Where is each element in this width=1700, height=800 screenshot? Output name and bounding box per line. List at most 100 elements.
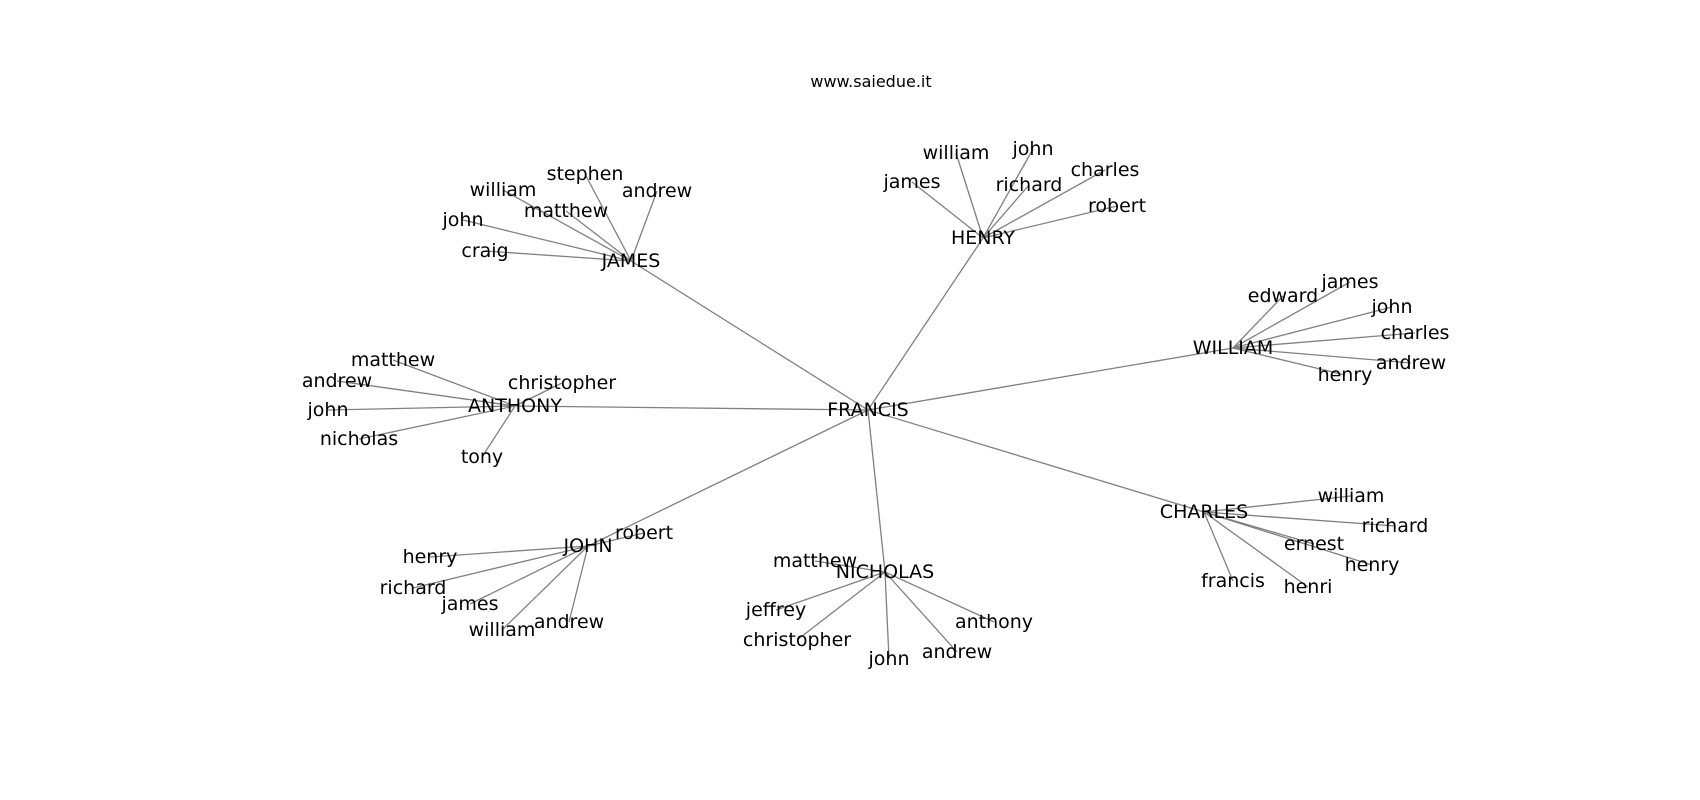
hub-leaf-edge	[1232, 306, 1393, 349]
hub-leaf-edge	[584, 173, 632, 262]
hub-leaf-edge	[501, 545, 589, 631]
hub-leaf-edge	[884, 571, 995, 623]
hub-leaf-edge	[1232, 347, 1346, 376]
leaf-node-label: edward	[1248, 285, 1318, 307]
hub-leaf-edge	[484, 250, 632, 262]
leaf-node-label: tony	[461, 446, 503, 468]
hub-leaf-edge	[814, 560, 886, 573]
leaf-node-label: john	[1371, 296, 1413, 318]
hub-leaf-edge	[1232, 347, 1412, 364]
leaf-node-label: francis	[1201, 570, 1265, 592]
hub-leaf-edge	[1232, 332, 1416, 349]
edges-layer	[327, 148, 1416, 660]
leaf-node-label: robert	[1088, 195, 1146, 217]
hub-node-label: HENRY	[951, 227, 1015, 249]
hub-leaf-edge	[775, 571, 886, 611]
leaf-node-label: ernest	[1284, 533, 1344, 555]
root-hub-edge	[514, 405, 869, 411]
leaf-node-label: anthony	[955, 611, 1033, 633]
leaf-node-label: richard	[380, 577, 447, 599]
hub-leaf-edge	[1232, 281, 1351, 349]
hub-leaf-edge	[502, 189, 632, 262]
leaf-node-label: william	[469, 619, 536, 641]
hub-leaf-edge	[982, 205, 1118, 239]
leaf-node-label: richard	[1362, 515, 1429, 537]
hub-leaf-edge	[1203, 495, 1352, 513]
leaf-node-label: stephen	[547, 163, 624, 185]
leaf-node-label: andrew	[302, 370, 372, 392]
root-hub-edge	[867, 409, 886, 573]
hub-leaf-edge	[514, 382, 563, 407]
leaf-node-label: john	[307, 399, 349, 421]
leaf-node-label: john	[1012, 138, 1054, 160]
leaf-node-label: craig	[461, 240, 508, 262]
hub-node-label: ANTHONY	[468, 395, 562, 417]
hub-leaf-edge	[1203, 511, 1396, 527]
leaf-node-label: matthew	[524, 200, 608, 222]
root-hub-edge	[867, 347, 1234, 411]
hub-node-label: WILLIAM	[1193, 337, 1274, 359]
hub-node-label: JOHN	[562, 535, 612, 557]
root-node-label: FRANCIS	[827, 399, 909, 421]
leaf-node-label: william	[1318, 485, 1385, 507]
leaf-node-label: henry	[1318, 364, 1373, 386]
root-hub-edge	[867, 409, 1205, 513]
hub-leaf-edge	[911, 181, 984, 239]
leaf-node-label: john	[442, 209, 484, 231]
hub-leaf-edge	[358, 405, 516, 440]
hub-node-label: NICHOLAS	[836, 561, 934, 583]
leaf-node-label: nicholas	[320, 428, 398, 450]
hub-leaf-edge	[336, 380, 516, 407]
leaf-node-label: james	[1320, 271, 1378, 293]
hub-leaf-edge	[1203, 511, 1234, 582]
hub-leaf-edge	[982, 148, 1034, 239]
leaf-node-label: matthew	[351, 349, 435, 371]
leaf-node-label: james	[440, 593, 498, 615]
leaf-node-label: christopher	[743, 629, 851, 651]
hub-leaf-edge	[1232, 295, 1284, 349]
hub-node-label: CHARLES	[1160, 501, 1248, 523]
hub-leaf-edge	[796, 571, 886, 641]
leaf-node-label: henri	[1284, 576, 1333, 598]
root-hub-edge	[587, 409, 869, 547]
leaf-node-label: richard	[996, 174, 1063, 196]
hub-leaf-edge	[884, 571, 890, 660]
hub-leaf-edge	[412, 545, 589, 589]
hub-leaf-edge	[392, 359, 516, 407]
root-hub-edge	[867, 237, 984, 411]
leaf-node-label: john	[868, 648, 910, 670]
leaf-node-label: matthew	[773, 550, 857, 572]
hub-leaf-edge	[462, 219, 632, 262]
hub-leaf-edge	[327, 405, 516, 411]
hub-leaf-edge	[955, 152, 984, 239]
leaf-node-label: jeffrey	[745, 599, 806, 621]
hub-leaf-edge	[982, 169, 1106, 239]
hub-leaf-edge	[469, 545, 589, 605]
hub-node-label: JAMES	[601, 250, 661, 272]
page-title: www.saiedue.it	[810, 72, 931, 91]
hub-leaf-edge	[481, 405, 516, 458]
hub-leaf-edge	[429, 545, 589, 558]
hub-leaf-edge	[565, 210, 632, 262]
leaf-node-label: robert	[615, 522, 673, 544]
leaf-node-label: charles	[1381, 322, 1450, 344]
hub-leaf-edge	[587, 532, 645, 547]
hub-leaf-edge	[982, 184, 1030, 239]
hub-leaf-edge	[1203, 511, 1309, 588]
leaf-node-label: william	[470, 179, 537, 201]
leaf-node-label: christopher	[508, 372, 616, 394]
hub-leaf-edge	[568, 545, 589, 623]
leaf-node-label: james	[882, 171, 940, 193]
leaf-node-label: andrew	[1376, 352, 1446, 374]
root-hub-edge	[630, 260, 869, 411]
hub-leaf-edge	[630, 190, 658, 262]
hub-leaf-edge	[1203, 511, 1373, 566]
leaf-node-label: andrew	[534, 611, 604, 633]
leaf-node-label: andrew	[922, 641, 992, 663]
leaf-node-label: henry	[1345, 554, 1400, 576]
hub-leaf-edge	[884, 571, 958, 653]
leaf-node-label: henry	[403, 546, 458, 568]
leaf-node-label: charles	[1071, 159, 1140, 181]
